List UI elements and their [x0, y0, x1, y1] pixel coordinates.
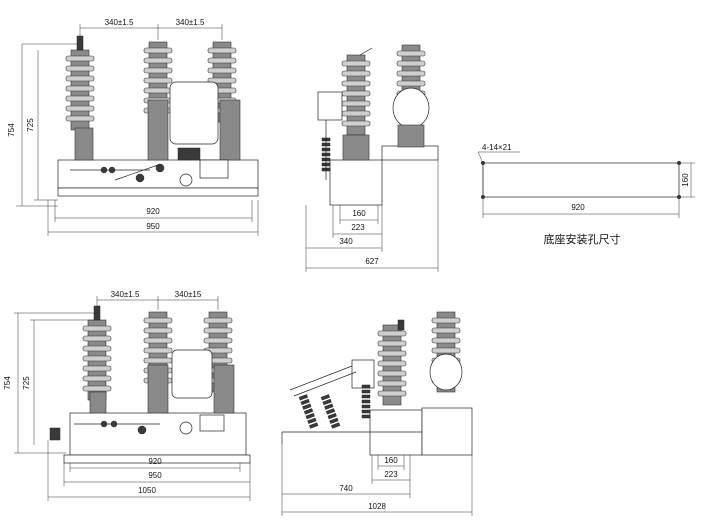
front-bottom-arc-chamber: [171, 349, 213, 399]
side-bottom-insulator: [377, 324, 407, 406]
front-view-bottom: [49, 305, 251, 464]
front-view-top: [57, 35, 259, 197]
side-top-insulator: [341, 54, 371, 136]
front-top-height-inner: 725: [26, 118, 35, 132]
side-top-w340: 340: [339, 237, 353, 246]
base-plan-holes: 4-14×21: [482, 143, 512, 152]
side-bottom-dimensions: 160 223 740 1028: [281, 444, 473, 516]
base-plan-caption: 底座安装孔尺寸: [544, 232, 621, 246]
side-top-w160: 160: [352, 209, 366, 218]
base-plan-height: 160: [681, 173, 690, 187]
front-top-insulator-left: [65, 49, 95, 131]
front-bottom-width-1050: 1050: [138, 486, 156, 495]
front-bottom-insulator-left: [82, 319, 112, 401]
front-bottom-width-920: 920: [148, 457, 162, 466]
side-top-dimensions: 160 223 340 627: [305, 160, 439, 272]
front-bottom-width-950: 950: [148, 471, 162, 480]
front-top-width-outer: 950: [146, 222, 160, 231]
side-bottom-w223: 223: [384, 470, 398, 479]
front-top-pitch-2: 340±1.5: [176, 18, 205, 27]
base-plan-outline: [482, 162, 680, 198]
front-top-pitch-1: 340±1.5: [105, 18, 134, 27]
front-bottom-height-outer: 754: [3, 376, 12, 390]
front-bottom-pitch-2: 340±15: [175, 290, 202, 299]
side-view-top: [317, 44, 439, 206]
front-top-arc-chamber: [169, 81, 219, 145]
side-bottom-w1028: 1028: [368, 502, 386, 511]
side-top-mechanism-box: [329, 159, 383, 206]
side-bottom-w160: 160: [384, 456, 398, 465]
front-bottom-dimensions: 340±1.5 340±15 754 725 920 950 1050: [3, 290, 251, 501]
base-plan: 920 160 4-14×21 底座安装孔尺寸: [477, 143, 695, 246]
front-bottom-height-inner: 725: [22, 376, 31, 390]
front-top-dimensions: 340±1.5 340±1.5 754 725 920 950: [7, 18, 259, 236]
side-bottom-w740: 740: [339, 484, 353, 493]
front-top-height-outer: 754: [7, 123, 16, 137]
base-plan-width: 920: [571, 203, 585, 212]
side-bottom-mechanism-box: [369, 409, 423, 456]
front-bottom-pitch-1: 340±1.5: [111, 290, 140, 299]
side-view-bottom: [281, 311, 473, 456]
side-top-w223: 223: [351, 223, 365, 232]
side-top-w627: 627: [365, 257, 379, 266]
front-top-width-inner: 920: [146, 207, 160, 216]
